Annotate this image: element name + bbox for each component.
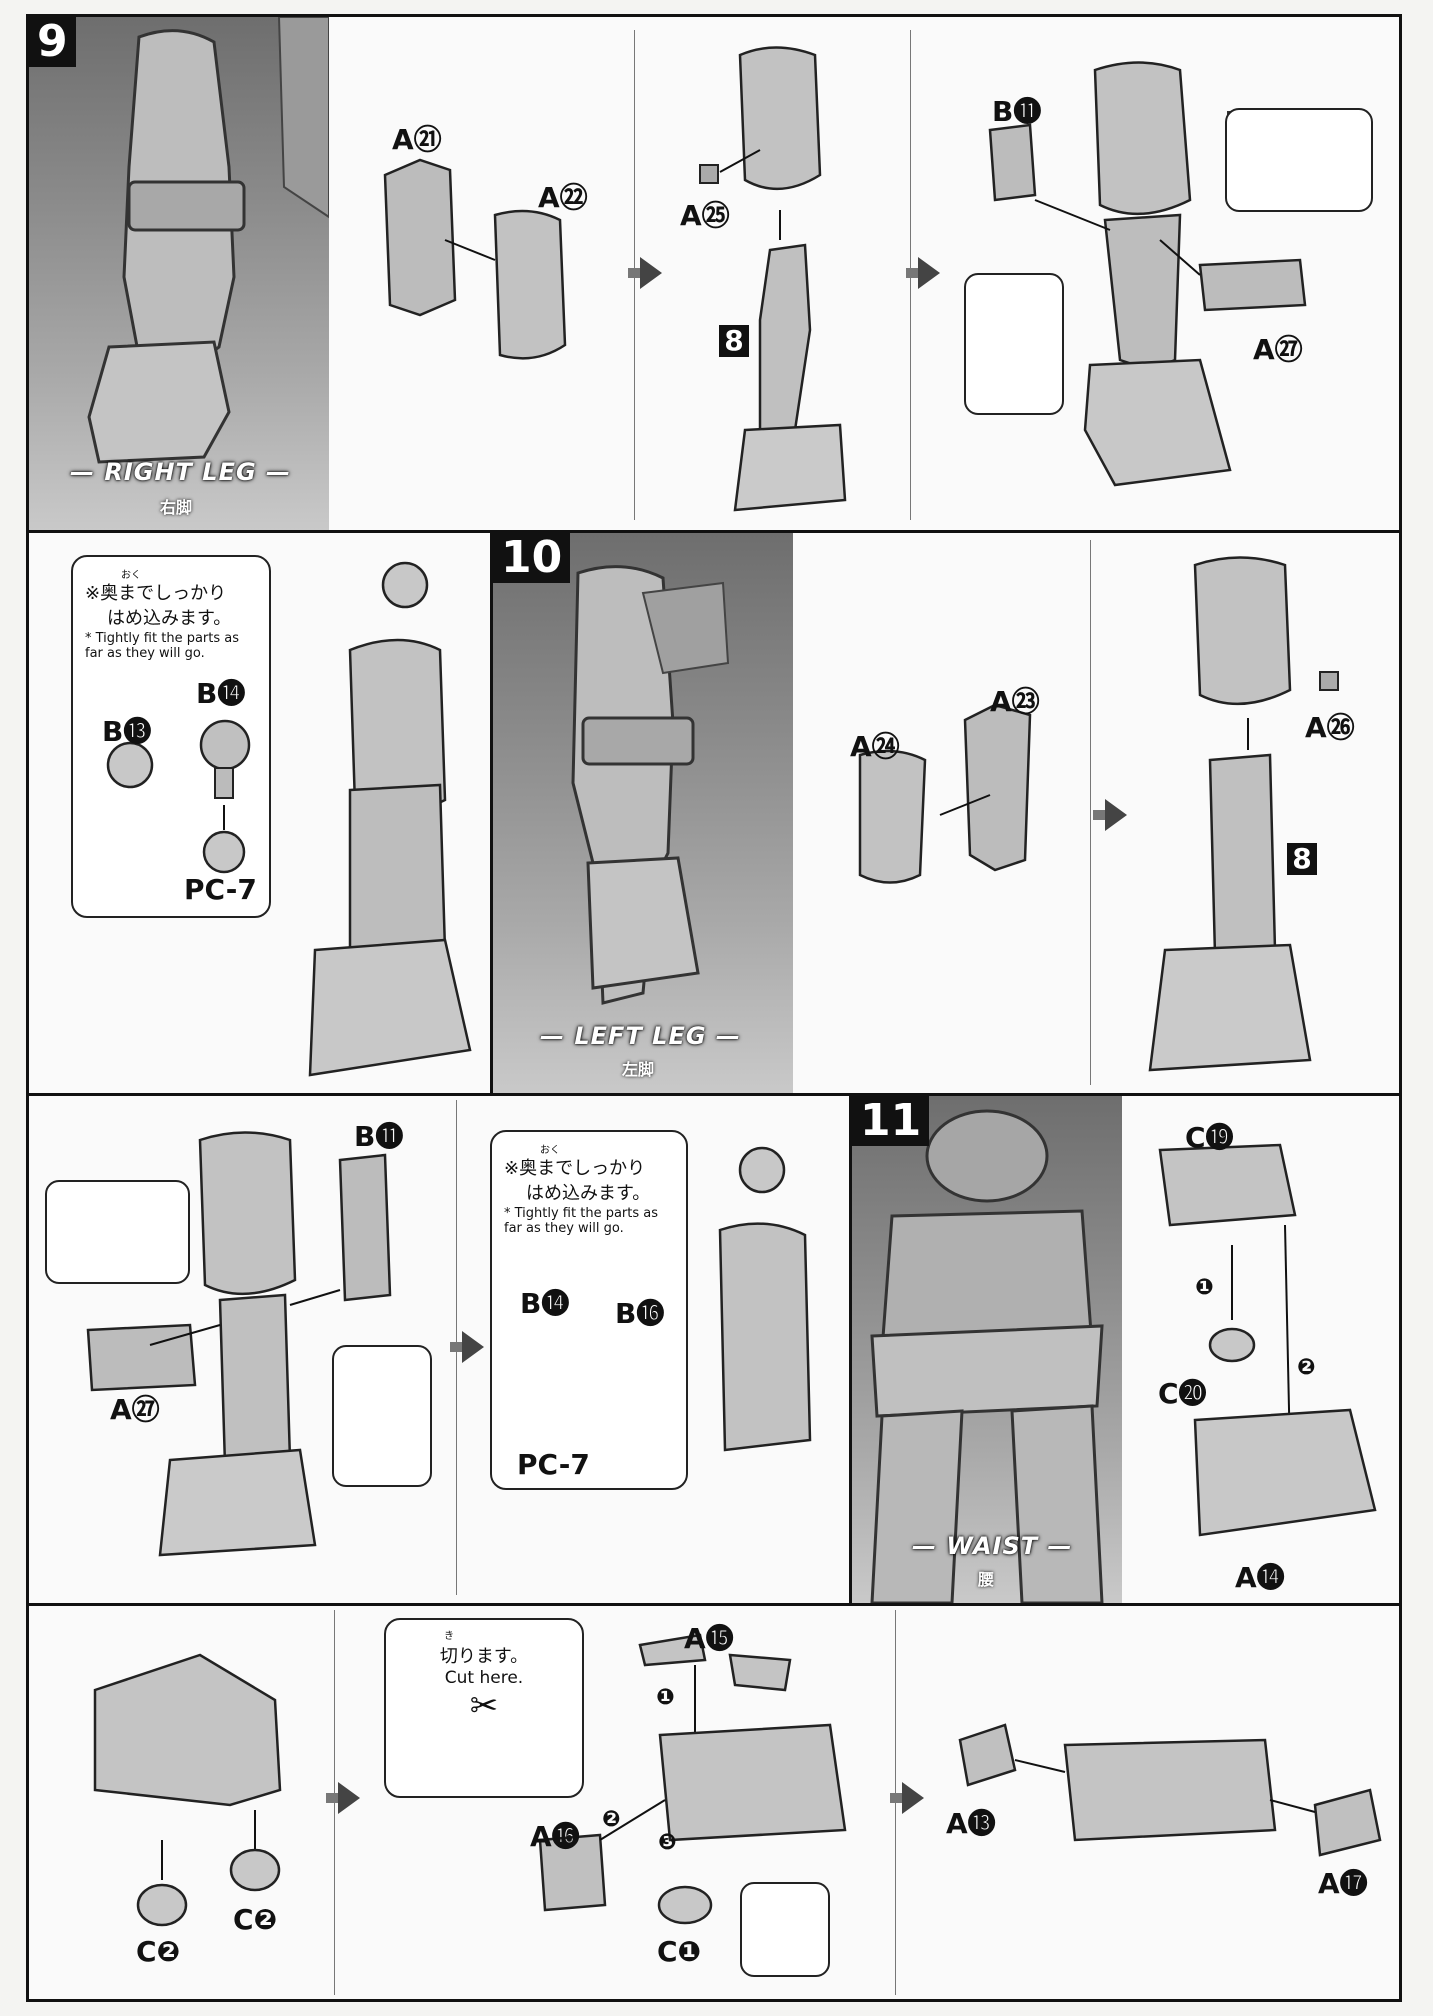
order-marker-1: ❶ [1195,1275,1214,1300]
part-label-c1: C❶ [657,1935,702,1968]
step-number: 11 [852,1096,930,1146]
detail-callout [1225,108,1373,212]
order-marker-2: ❷ [602,1807,621,1832]
step-title: — RIGHT LEG — [70,458,292,486]
note-jp-line1: ※奥までしっかり [85,583,227,604]
row-divider-2 [26,1093,1402,1096]
part-label-c2: C❷ [233,1903,278,1936]
cut-ruby: き [444,1631,454,1642]
next-arrow-icon [326,1782,360,1814]
nippers-icon: ✂ [469,1687,499,1725]
waist-photo [852,1096,1122,1603]
step-title: — WAIST — [912,1532,1073,1560]
row-divider-3 [26,1603,1402,1606]
part-label-b11: B⓫ [354,1120,404,1153]
note-jp-line2: はめ込みます。 [107,608,232,629]
right-leg-photo [29,17,329,530]
tight-fit-note: おく ※奥までしっかり はめ込みます。 * Tightly fit the pa… [71,555,271,918]
part-label-pc7: PC-7 [184,873,257,906]
order-marker-3: ❸ [658,1830,677,1855]
part-label-a26: A㉖ [1305,711,1355,744]
next-arrow-icon [628,257,662,289]
part-label-b14: B⓮ [520,1287,570,1320]
note-ruby: おく [540,1145,560,1156]
step-reference-8: 8 [719,325,749,357]
part-label-a23: A㉓ [990,685,1040,718]
step-title-jp: 左脚 [622,1060,655,1079]
step-reference-8: 8 [1287,843,1317,875]
order-marker-1: ❶ [656,1685,675,1710]
part-label-a13: A⓭ [946,1807,996,1840]
next-arrow-icon [906,257,940,289]
part-label-a22: A㉒ [538,181,588,214]
part-label-b13: B⓭ [102,715,152,748]
detail-callout [740,1882,830,1977]
order-marker-2: ❷ [1297,1355,1316,1380]
cut-here-note: き 切ります。 Cut here. ✂ [384,1618,584,1798]
detail-callout [45,1180,190,1284]
col-divider [490,533,493,1093]
col-divider [1090,540,1091,1085]
part-label-a25: A㉕ [680,199,730,232]
part-label-a14: A⓮ [1235,1561,1285,1594]
part-label-c20: C⓴ [1158,1377,1207,1410]
note-jp-line2: はめ込みます。 [526,1183,651,1204]
next-arrow-icon [890,1782,924,1814]
part-label-b14: B⓮ [196,677,246,710]
part-label-c2: C❷ [136,1935,181,1968]
part-label-a27: A㉗ [1253,333,1303,366]
step-title-jp: 腰 [978,1570,995,1589]
note-jp-line1: ※奥までしっかり [504,1158,646,1179]
part-label-a24: A㉔ [850,730,900,763]
note-en: * Tightly fit the parts as far as they w… [85,631,240,661]
next-arrow-icon [1093,799,1127,831]
detail-callout [964,273,1064,415]
part-label-c19: C⓳ [1185,1121,1234,1154]
part-label-pc7: PC-7 [517,1448,590,1481]
part-label-b11: B⓫ [992,95,1042,128]
part-label-a17: A⓱ [1318,1867,1368,1900]
part-label-b16: B⓰ [615,1297,665,1330]
step-title-jp: 右脚 [160,498,193,517]
note-ruby: おく [121,570,141,581]
part-label-a16: A⓰ [530,1820,580,1853]
detail-callout [332,1345,432,1487]
cut-jp: 切ります。 [439,1646,529,1667]
next-arrow-icon [450,1331,484,1363]
part-label-a15: A⓯ [684,1622,734,1655]
row-divider-1 [26,530,1402,533]
part-label-a27: A㉗ [110,1393,160,1426]
part-label-a21: A㉑ [392,123,442,156]
tight-fit-note: おく ※奥までしっかり はめ込みます。 * Tightly fit the pa… [490,1130,688,1490]
note-en: * Tightly fit the parts as far as they w… [504,1206,659,1236]
step-title: — LEFT LEG — [540,1022,741,1050]
left-leg-photo [493,533,793,1093]
col-divider [849,1096,852,1603]
cut-en: Cut here. [444,1668,524,1688]
step-number: 9 [29,17,76,67]
step-number: 10 [493,533,571,583]
